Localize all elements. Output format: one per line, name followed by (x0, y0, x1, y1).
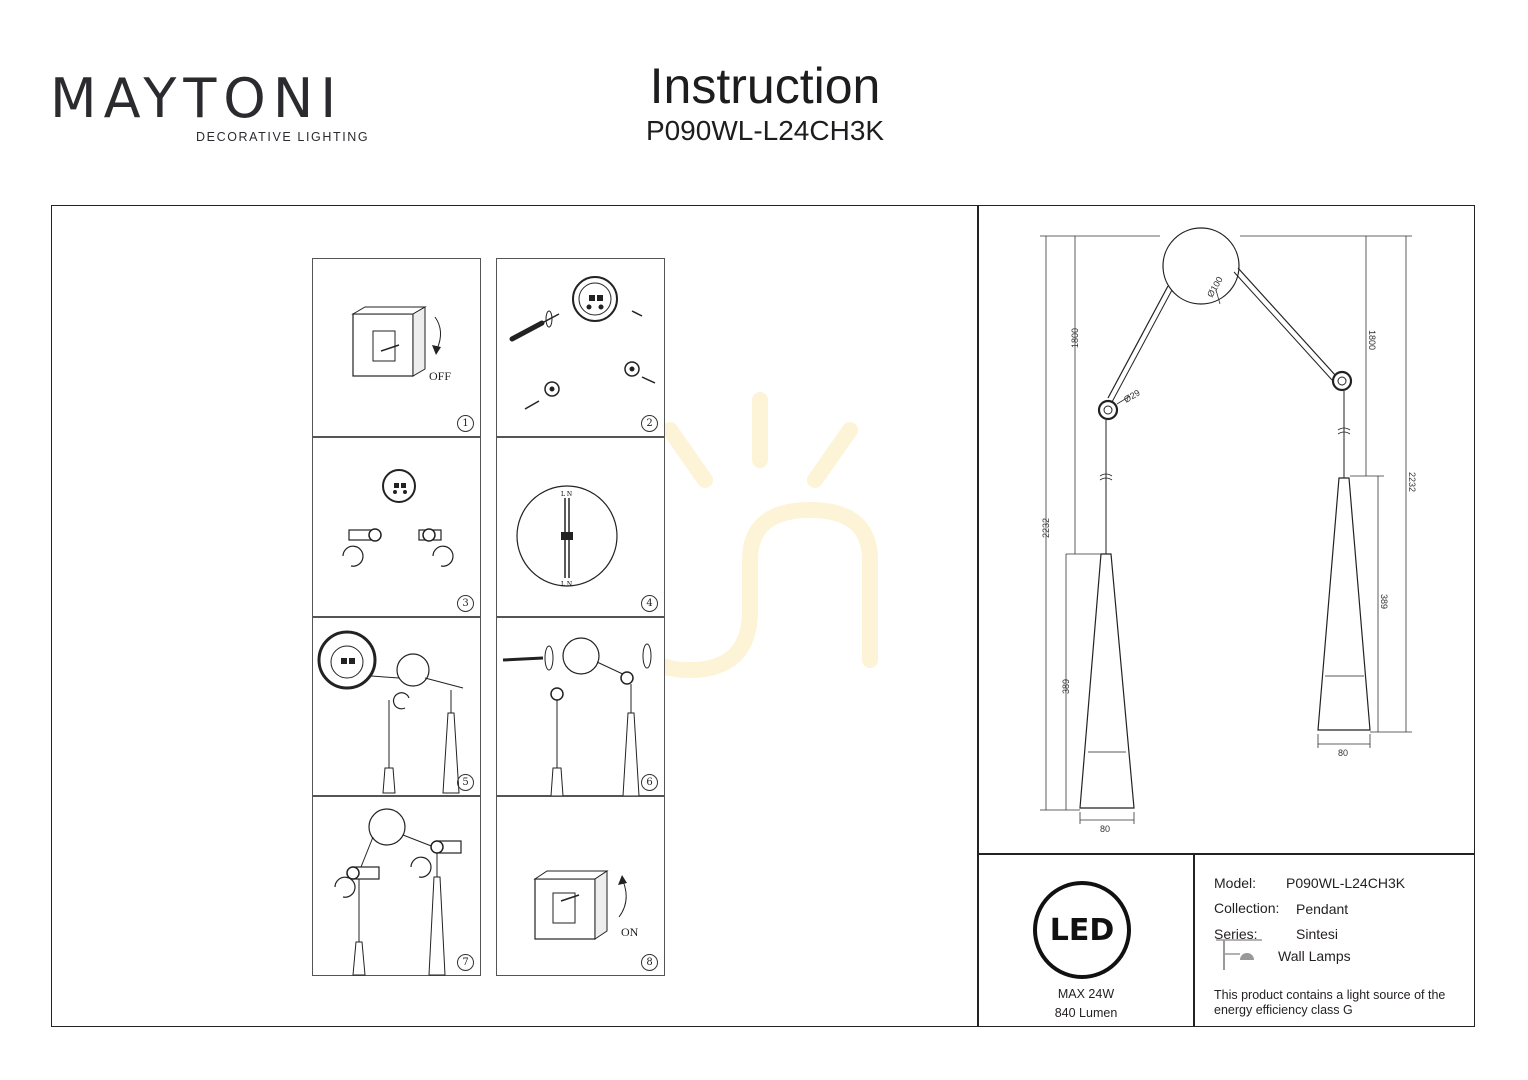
step-number-7: 7 (457, 954, 474, 971)
header-model: P090WL-L24CH3K (645, 115, 885, 146)
step-panel-3: 3 (312, 437, 481, 617)
dim-left-shade-width: 80 (1100, 824, 1110, 834)
step-number-3: 3 (457, 595, 474, 612)
brand-name: MAYTONI (50, 67, 344, 130)
dim-right-arm: 1800 (1367, 330, 1377, 350)
led-lumen: 840 Lumen (1054, 1006, 1118, 1020)
wall-lamp-icon (1216, 939, 1262, 970)
step-1-off-label: OFF (429, 369, 452, 383)
dim-left-arm: 1800 (1070, 328, 1080, 348)
maytoni-logo: MAYTONI DECORATIVE LIGHTING (50, 64, 370, 154)
wiring-terminal-icon: L N L N (516, 485, 618, 588)
mount-screws-icon (509, 276, 656, 410)
attach-joints-icon (342, 469, 454, 567)
dim-right-total: 2232 (1407, 472, 1417, 492)
svg-text:L N: L N (561, 491, 572, 498)
mount-arms-icon (334, 808, 462, 976)
led-icon: LED (1033, 881, 1131, 979)
spec-collection-value: Pendant (1296, 901, 1349, 917)
switch-off-icon (351, 306, 441, 377)
dim-left-total: 2232 (1041, 518, 1051, 538)
spec-series-value: Sintesi (1296, 926, 1339, 942)
step-panel-5: 5 (312, 617, 481, 796)
spec-type-value: Wall Lamps (1278, 948, 1351, 964)
instruction-frame (51, 205, 1475, 1027)
brand-tagline: DECORATIVE LIGHTING (196, 130, 370, 144)
dim-right-shade-width: 80 (1338, 748, 1348, 758)
step-panel-6: 6 (496, 617, 665, 797)
dim-right-shade-height: 389 (1379, 594, 1389, 609)
spec-divider (977, 853, 1475, 855)
step-panel-8: ON 8 (496, 796, 665, 976)
step-number-1: 1 (457, 415, 474, 432)
switch-on-icon (533, 870, 627, 940)
step-panel-7: 7 (312, 796, 481, 976)
spec-column-divider (1193, 853, 1195, 1027)
step-number-4: 4 (641, 595, 658, 612)
dim-joint-diameter: Ø29 (1122, 388, 1142, 405)
dim-left-shade-height: 389 (1061, 679, 1071, 694)
step-panel-4: L N L N 4 (496, 437, 665, 617)
connect-lamp-icon (317, 630, 464, 794)
led-power: MAX 24W (1057, 987, 1115, 1001)
spec-model-label: Model: (1214, 875, 1257, 891)
spec-model-value: P090WL-L24CH3K (1286, 875, 1406, 891)
energy-note: This product contains a light source of … (1214, 988, 1446, 1017)
svg-text:L N: L N (561, 581, 572, 588)
led-icon-label: LED (1050, 913, 1115, 948)
step-panel-1: OFF 1 (312, 258, 481, 437)
step-8-on-label: ON (621, 925, 639, 939)
frame-divider (977, 205, 979, 1027)
step-number-5: 5 (457, 774, 474, 791)
spec-collection-label: Collection: (1214, 900, 1280, 916)
page-title: Instruction (649, 58, 881, 114)
step-number-6: 6 (641, 774, 658, 791)
step-number-2: 2 (641, 415, 658, 432)
technical-drawing: Ø100 Ø29 1800 1800 2232 2232 389 389 80 … (1040, 227, 1417, 834)
spec-series-label: Series: (1214, 926, 1258, 942)
step-number-8: 8 (641, 954, 658, 971)
step-panel-2: 2 (496, 258, 665, 437)
tighten-joints-icon (502, 637, 652, 797)
